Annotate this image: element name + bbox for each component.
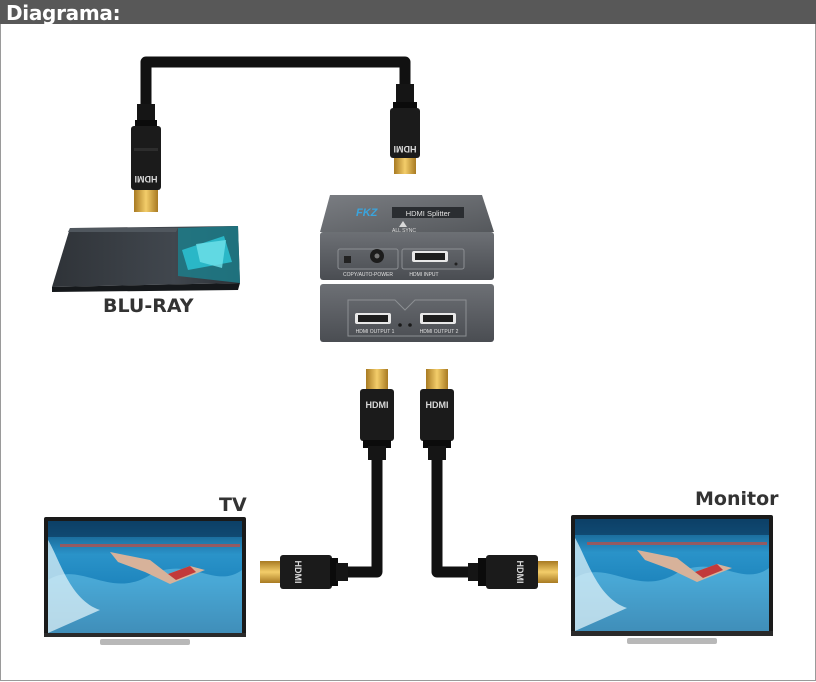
page-title: Diagrama: (6, 1, 121, 25)
hdmi-connector-monitor: HDMI (468, 555, 558, 589)
header-bar: Diagrama: (0, 0, 816, 25)
splitter-output-1-label: HDMI OUTPUT 1 (356, 329, 395, 335)
splitter-logo-icon (399, 221, 407, 227)
hdmi-cable-input (140, 56, 411, 118)
hdmi-connector-output-1: HDMI (360, 369, 394, 460)
splitter-output-2-label: HDMI OUTPUT 2 (420, 329, 459, 335)
splitter-input-label: HDMI INPUT (409, 272, 438, 278)
hdmi-splitter: FKZ HDMI Splitter ALL SYNC COPY/AUTO-POW… (320, 195, 494, 342)
hdmi-connector-label: HDMI (394, 144, 417, 154)
splitter-subtitle: ALL SYNC (392, 228, 416, 234)
hdmi-connector-output-2: HDMI (420, 369, 454, 460)
splitter-brand: FKZ (356, 207, 379, 219)
monitor-label: Monitor (695, 488, 779, 510)
hdmi-connector-bluray: HDMI (131, 104, 161, 212)
tv-display (44, 517, 246, 645)
splitter-name: HDMI Splitter (406, 209, 451, 218)
splitter-switch-label: COPY/AUTO-POWER (343, 272, 393, 278)
tv-label: TV (219, 494, 247, 516)
bluray-player (52, 226, 240, 292)
hdmi-cable-monitor (431, 458, 478, 578)
bluray-label: BLU-RAY (103, 295, 194, 317)
hdmi-connector-tv: HDMI (260, 555, 348, 589)
monitor-display (571, 515, 773, 644)
hdmi-cable-tv (338, 458, 383, 578)
hdmi-connector-label: HDMI (426, 400, 449, 410)
hdmi-connector-label: HDMI (135, 174, 158, 184)
hdmi-connector-label: HDMI (293, 561, 303, 584)
hdmi-connector-label: HDMI (366, 400, 389, 410)
hdmi-connector-label: HDMI (515, 561, 525, 584)
hdmi-connector-input: HDMI (390, 84, 420, 174)
